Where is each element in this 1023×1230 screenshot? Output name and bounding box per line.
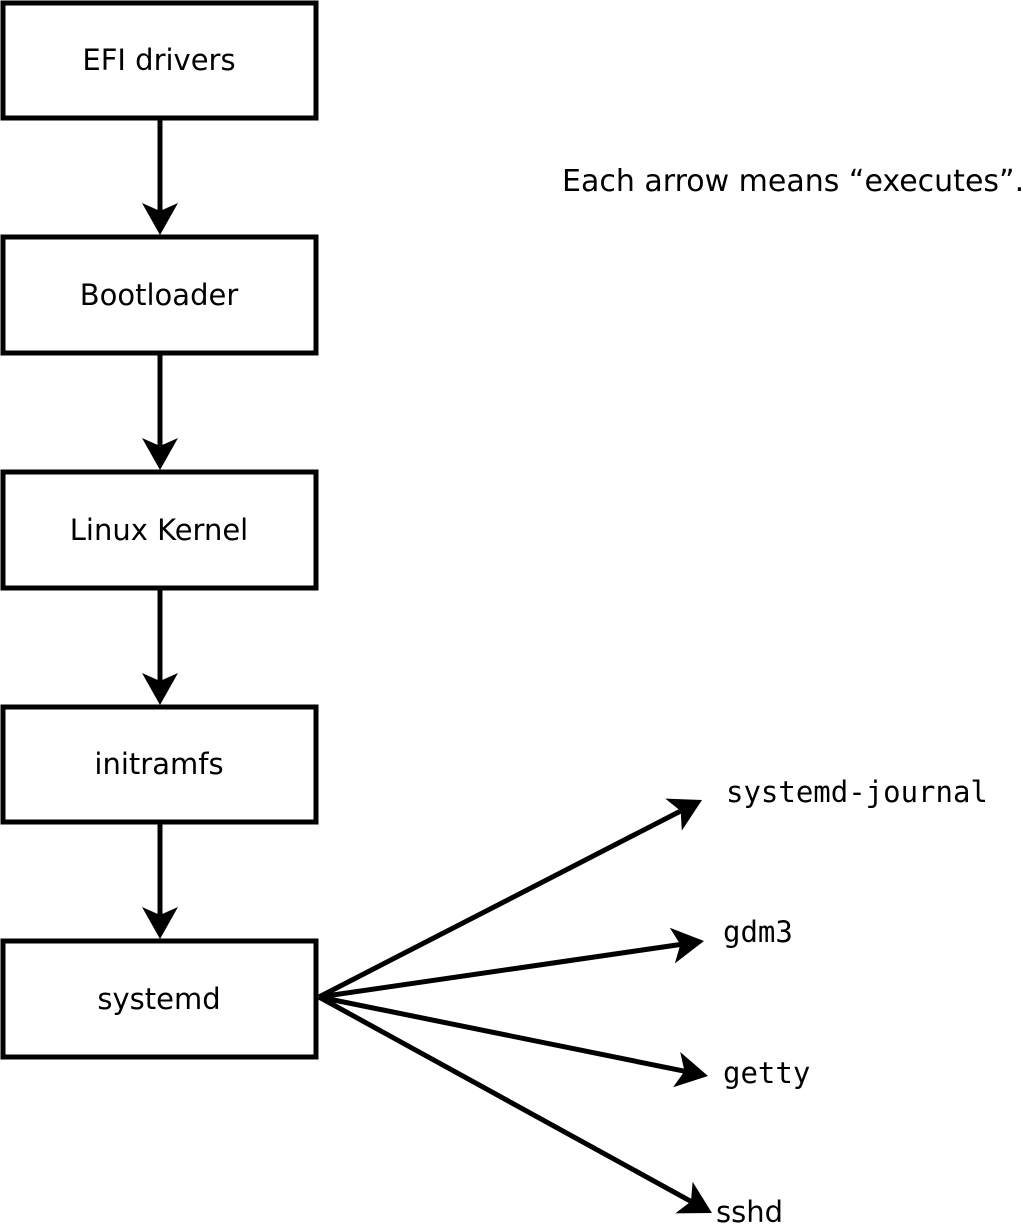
spawned-label-sshd: sshd [716, 1195, 783, 1229]
arrow-head-icon [142, 438, 178, 470]
arrow-head-icon [142, 907, 178, 939]
spawned-label-gdm3: gdm3 [723, 915, 793, 949]
node-efi-drivers: EFI drivers [0, 0, 319, 121]
arrow-head-icon [665, 798, 702, 831]
arrow-bootloader-to-kernel [142, 353, 178, 470]
spawned-label-systemd-journal: systemd-journal [726, 775, 988, 809]
efi-drivers-box [0, 0, 319, 121]
systemd-box [0, 938, 319, 1060]
arrow-shaft [318, 994, 685, 1074]
linux-kernel-label: Linux Kernel [70, 513, 248, 547]
bootloader-label: Bootloader [80, 278, 239, 312]
arrow-shaft [318, 942, 681, 1000]
arrow-shaft [317, 994, 693, 1204]
arrow-head-icon [142, 673, 178, 705]
spawned-label-getty: getty [723, 1056, 810, 1090]
node-linux-kernel: Linux Kernel [0, 469, 319, 591]
bootloader-box [0, 234, 319, 356]
node-systemd: systemd [0, 938, 319, 1060]
initramfs-box [0, 704, 319, 825]
arrow-initramfs-to-systemd [142, 823, 178, 939]
arrow-systemd-to-gdm3 [318, 927, 704, 1000]
arrow-kernel-to-initramfs [142, 588, 178, 705]
node-initramfs: initramfs [0, 704, 319, 825]
arrow-systemd-to-sshd [317, 994, 712, 1214]
arrow-systemd-to-journal [317, 798, 702, 1000]
arrow-systemd-to-getty [318, 994, 708, 1088]
caption: Each arrow means “executes”. [562, 164, 1023, 199]
arrow-head-icon [675, 1181, 712, 1214]
arrow-head-icon [673, 1052, 708, 1088]
initramfs-label: initramfs [94, 747, 223, 781]
arrow-efi-to-bootloader [142, 118, 178, 235]
arrow-head-icon [669, 927, 704, 964]
systemd-label: systemd [97, 982, 220, 1016]
arrow-head-icon [142, 203, 178, 235]
node-bootloader: Bootloader [0, 234, 319, 356]
efi-drivers-label: EFI drivers [82, 43, 235, 77]
arrow-shaft [317, 808, 682, 1000]
